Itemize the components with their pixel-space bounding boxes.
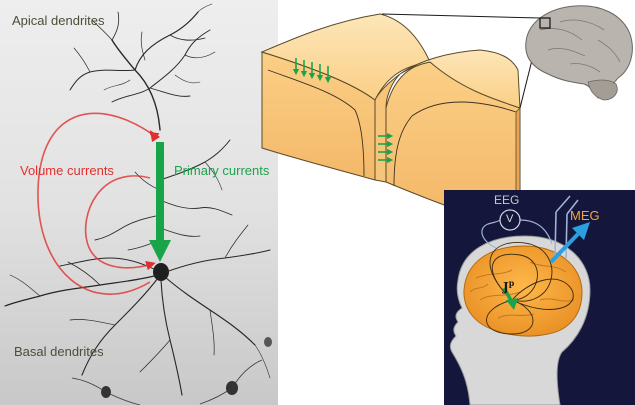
current-density-superscript: p	[508, 278, 515, 288]
current-density-label: Jp	[503, 278, 514, 294]
cortex-left-layer	[267, 69, 365, 177]
brain-zoom-box	[539, 17, 551, 29]
meg-label: MEG	[570, 208, 600, 223]
meg-sensor	[554, 195, 579, 259]
dipole-arrow-head	[506, 298, 518, 310]
basal-dendrites	[4, 224, 271, 396]
background-neuron-branches	[71, 359, 263, 405]
apical-dendrites	[69, 3, 216, 131]
primary-current-shaft	[156, 142, 164, 242]
primary-current-arrowhead	[149, 240, 171, 262]
oblique-dendrites	[94, 139, 233, 251]
volume-current-inner-arc	[84, 175, 156, 271]
current-density-symbol: J	[503, 280, 509, 294]
cortex-right-layer	[393, 101, 517, 187]
basal-dendrites-label: Basal dendrites	[14, 344, 104, 359]
volume-current-arrowhead	[150, 130, 160, 142]
magnetic-field-lines	[486, 242, 574, 335]
neuron-panel	[0, 0, 278, 405]
head-brain	[463, 245, 583, 337]
eeg-wire-left	[481, 219, 501, 249]
eeg-wire-right	[519, 219, 553, 245]
meg-arrow-shaft	[549, 232, 580, 264]
apical-dendrites-label: Apical dendrites	[12, 13, 105, 28]
zoom-line-top	[381, 13, 541, 19]
brain-sagittal	[525, 5, 633, 101]
voltmeter-label: V	[506, 213, 514, 225]
cortex-arrows-wall	[378, 132, 394, 164]
eeg-label: EEG	[494, 193, 520, 207]
cortex-arrows-top	[292, 58, 332, 84]
primary-currents-label: Primary currents	[174, 163, 270, 178]
neuron-photo-background	[0, 0, 278, 405]
meg-arrow-head	[572, 222, 590, 240]
brain-gyri	[469, 261, 575, 319]
eeg-voltmeter	[499, 209, 521, 231]
head-panel	[444, 190, 635, 405]
volume-currents-label: Volume currents	[20, 163, 114, 178]
cortex-section	[260, 13, 541, 217]
volume-current-outer-arc	[37, 112, 160, 295]
